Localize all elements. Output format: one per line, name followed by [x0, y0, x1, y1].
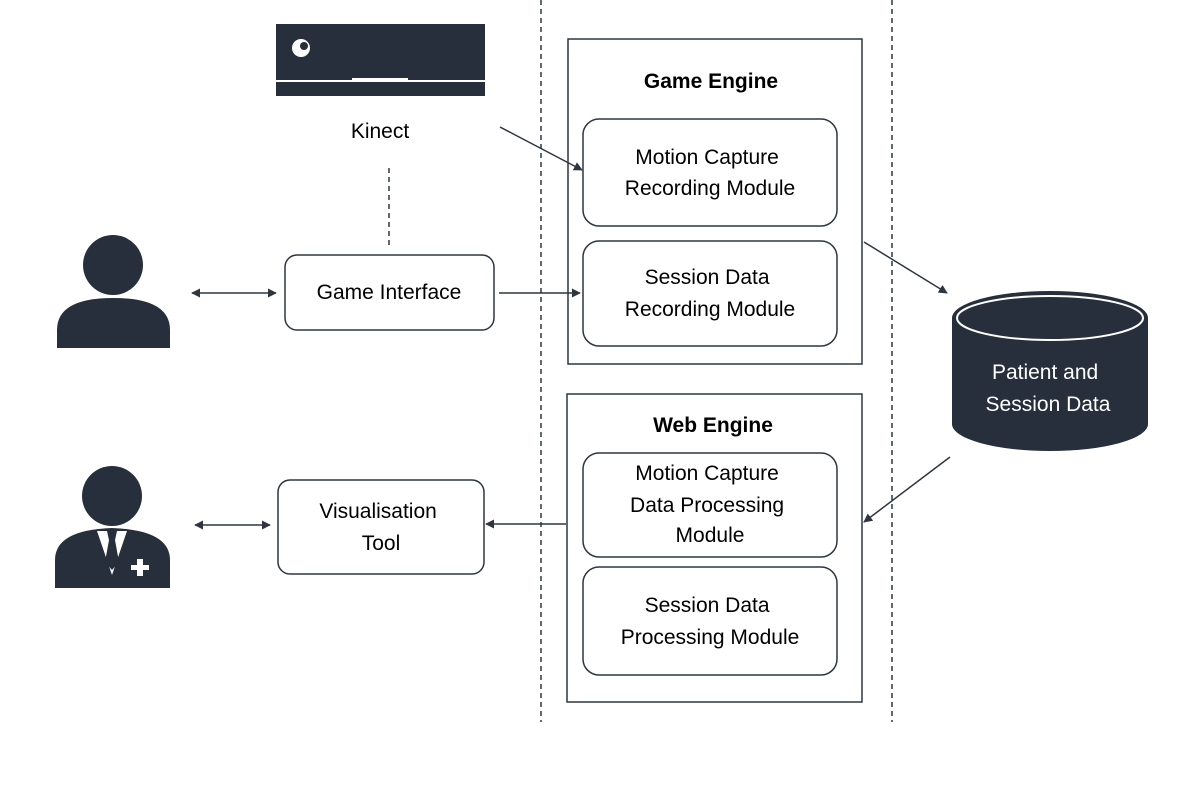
- motion-capture-processing-label: Motion Capture Data Processing Module: [630, 462, 790, 547]
- kinect-label: Kinect: [351, 120, 410, 143]
- web-engine-title: Web Engine: [653, 414, 773, 437]
- doctor-icon: [55, 466, 170, 588]
- arrow-kinect-motion-recording: [499, 126, 583, 171]
- session-data-processing-label: Session Data Processing Module: [621, 594, 800, 649]
- motion-capture-recording-module: [582, 118, 838, 227]
- visualisation-tool-label: Visualisation Tool: [319, 500, 442, 555]
- visualisation-tool-box: [277, 479, 485, 575]
- motion-capture-recording-label: Motion Capture Recording Module: [625, 146, 795, 200]
- game-interface-box: [284, 254, 495, 331]
- arrow-game-engine-database: [863, 241, 948, 294]
- game-interface-label: Game Interface: [317, 281, 462, 304]
- game-engine-title: Game Engine: [644, 70, 778, 93]
- arrow-database-web-engine: [863, 456, 951, 523]
- session-data-processing-module: [582, 566, 838, 676]
- database-label: Patient and Session Data: [986, 361, 1111, 416]
- session-data-recording-module: [582, 240, 838, 347]
- session-data-recording-label: Session Data Recording Module: [625, 266, 795, 321]
- user-icon: [57, 235, 170, 348]
- kinect-icon: [276, 24, 485, 96]
- motion-capture-processing-module: [582, 452, 838, 558]
- database-icon: [952, 291, 1148, 451]
